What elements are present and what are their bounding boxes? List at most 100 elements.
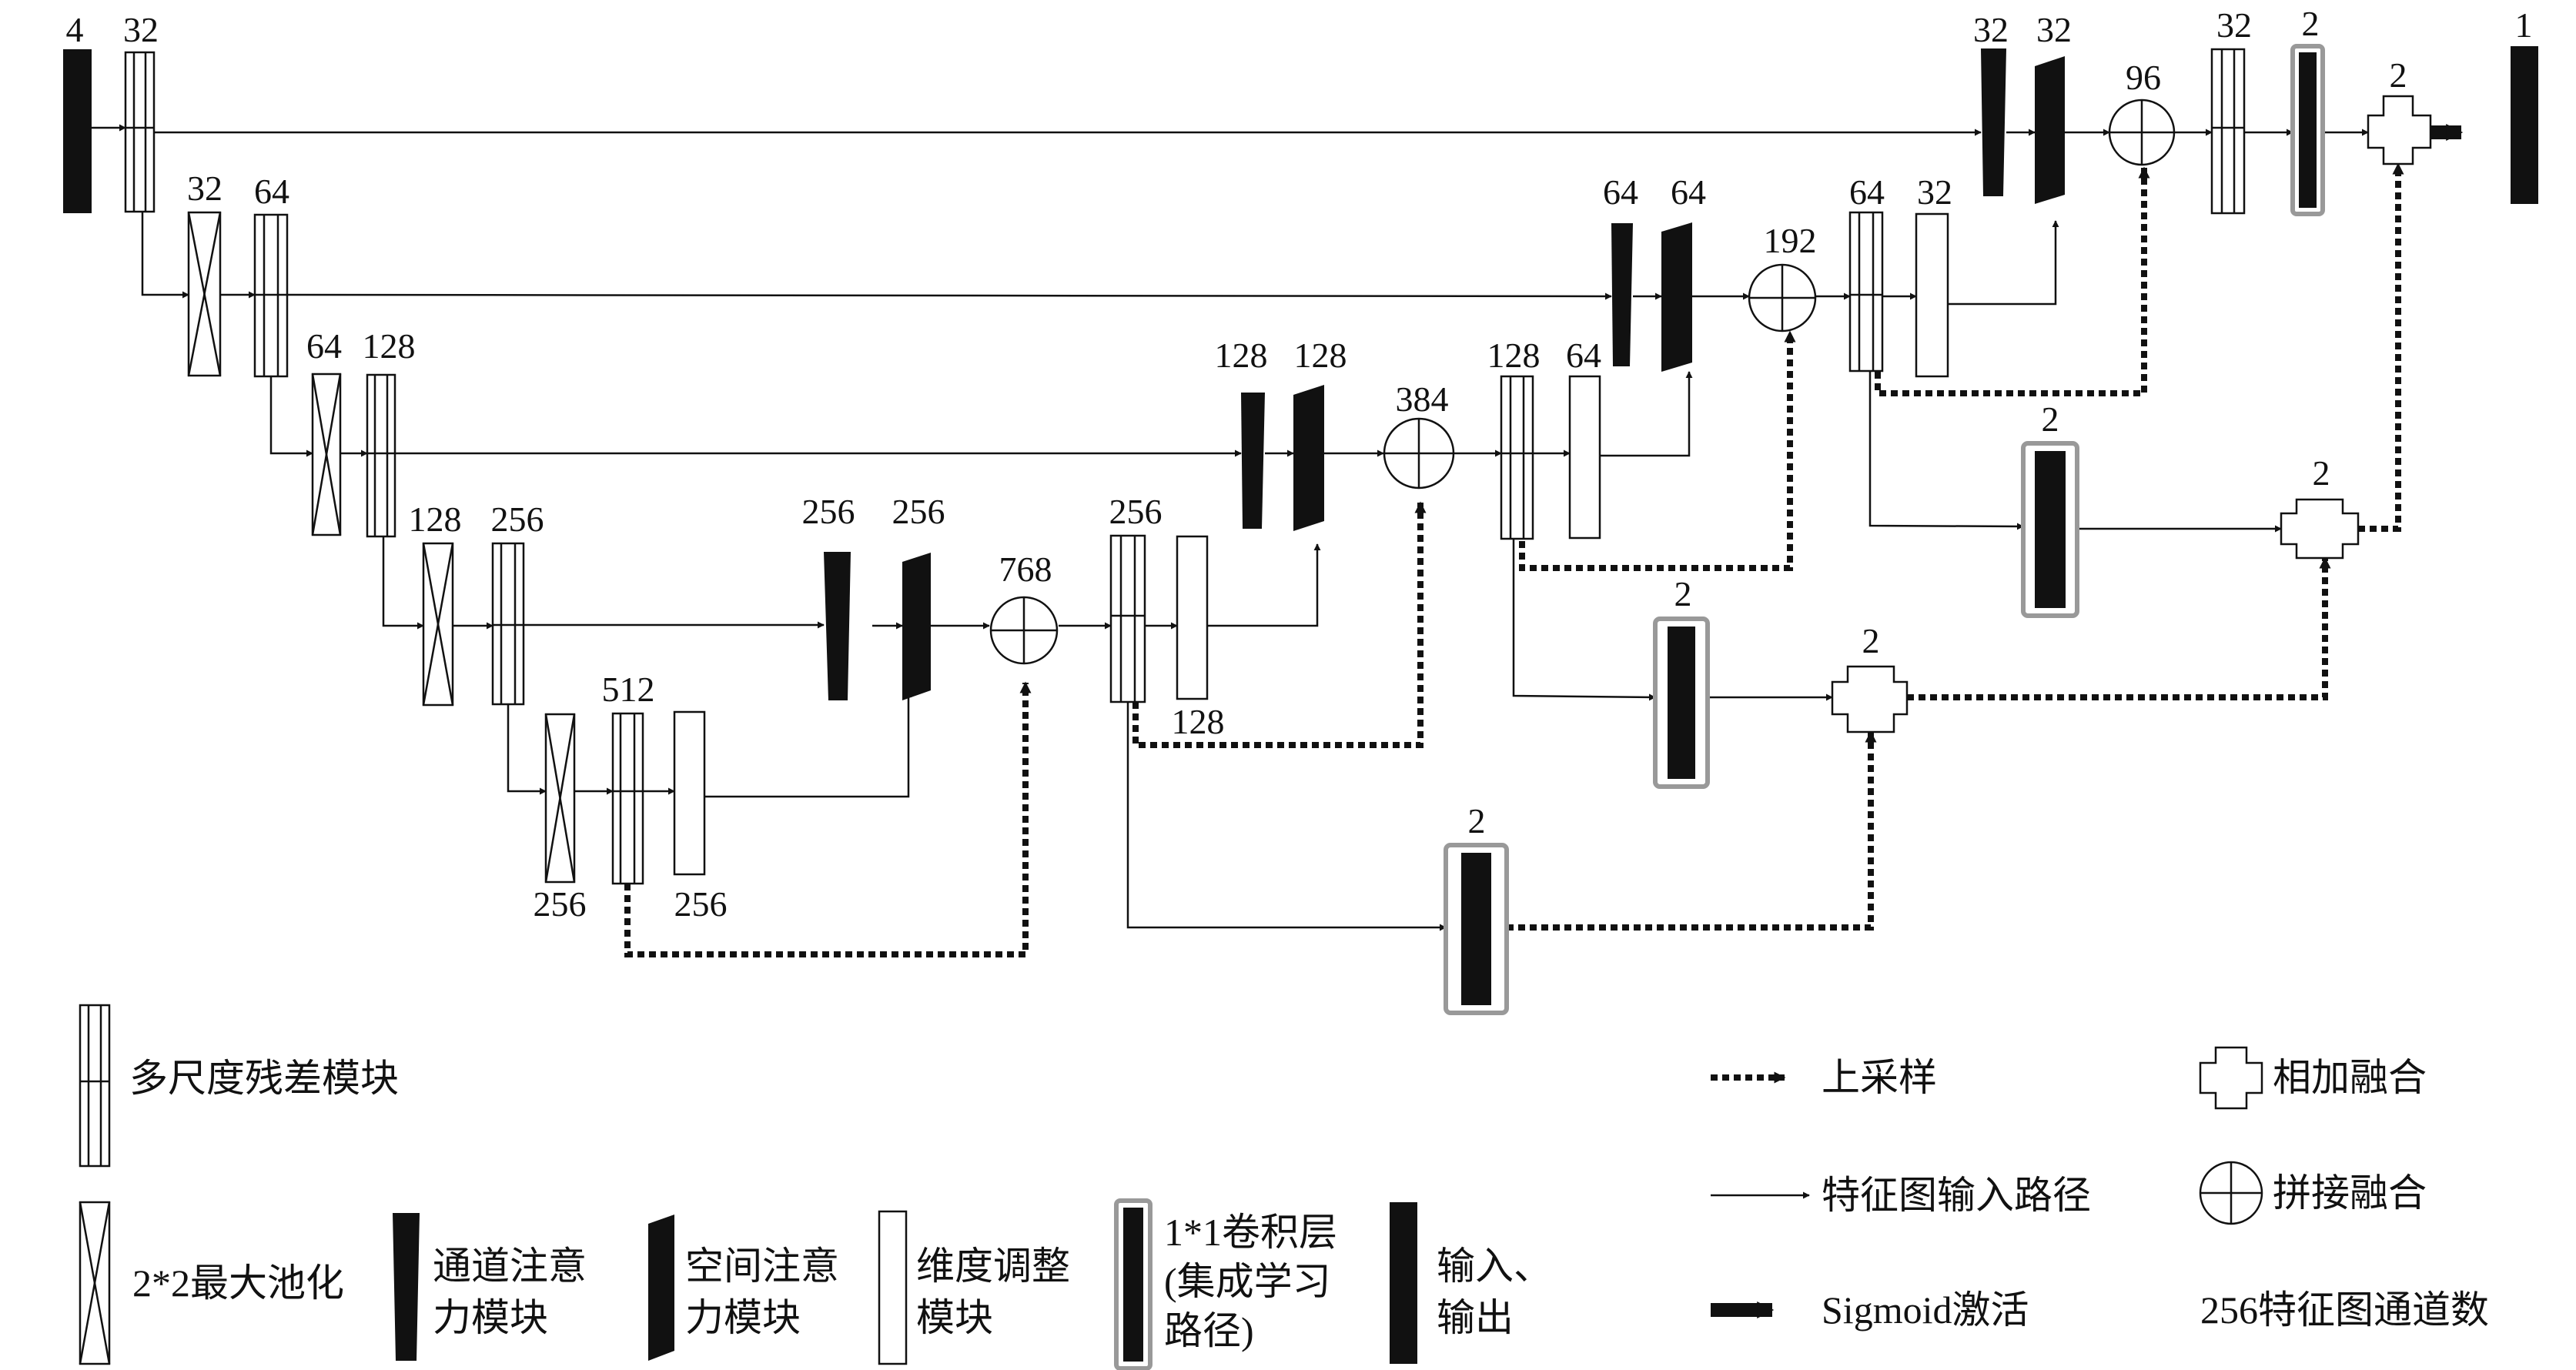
spatial-attention-block [1293,385,1324,531]
residual-block [491,542,525,706]
channel-attention-block [824,552,851,700]
legend-io-label-2: 输出 [1437,1296,1514,1339]
channel-label-d3-dim: 64 [1566,336,1601,375]
channel-label-input: 4 [66,10,84,49]
channel-label-d2-cat: 192 [1764,221,1817,260]
legend-add-fusion-label: 相加融合 [2273,1056,2427,1099]
channel-label-conv-c: 2 [1468,801,1486,840]
channel-label-bottleneck-dim: 256 [674,884,728,924]
channel-label-p2: 64 [306,326,342,366]
residual-block [253,213,289,378]
legend-dim-adjust-label-2: 模块 [916,1296,993,1339]
conv1x1-block [2021,441,2079,618]
dim-adjust-block [1568,375,1601,540]
legend-spatial-attention-label: 空间注意 [685,1245,839,1288]
legend-conv1x1-label: 1*1卷积层 [1164,1211,1337,1254]
concat-fusion-node [1383,417,1455,490]
legend-io-label: 输入、 [1437,1245,1552,1288]
spatial-attention-block [902,553,931,700]
channel-label-d4-res: 256 [1109,492,1163,531]
legend-maxpool-icon [79,1201,111,1365]
channel-label-output: 1 [2515,5,2533,45]
channel-label-add-a: 2 [2313,453,2330,493]
residual-block [366,373,396,538]
channel-label-conv-a: 2 [2042,399,2059,439]
channel-label-add-b: 2 [1862,621,1880,660]
conv1x1-block [2290,44,2325,216]
legend-residual-label: 多尺度残差模块 [129,1057,399,1100]
legend-conv1x1-label-2: (集成学习 [1164,1260,1331,1303]
concat-fusion-node [2108,99,2176,166]
legend-residual-icon [79,1004,111,1168]
dim-adjust-block [1915,212,1949,378]
residual-block [1500,375,1534,540]
add-fusion-node [2280,498,2360,560]
channel-label-p3: 128 [409,500,462,539]
input-block [63,49,92,213]
legend-concat-fusion-icon [2199,1161,2263,1225]
legend-conv1x1-icon [1114,1198,1153,1370]
legend-channel-attention-label-2: 力模块 [433,1296,548,1339]
legend-spatial-attention-label-2: 力模块 [685,1296,801,1339]
residual-block [2210,48,2246,215]
maxpool-block [544,713,576,884]
upsample-paths [624,162,2404,957]
channel-label-d2-ca: 64 [1603,172,1638,212]
channel-label-d3-sa: 128 [1294,336,1347,375]
residual-block [1848,211,1884,373]
maxpool-block [422,542,454,707]
channel-label-e3: 128 [363,326,416,366]
channel-label-e1: 32 [123,10,159,49]
legend-upsample-label: 上采样 [1822,1056,1937,1099]
output-block [2511,46,2538,204]
conv1x1-block [1653,616,1710,789]
legend-io-icon [1390,1202,1417,1364]
channel-attention-block [1241,393,1265,529]
channel-label-p1: 32 [187,169,222,208]
channel-label-e2: 64 [254,172,289,211]
legend-dim-adjust-label: 维度调整 [916,1245,1070,1288]
legend-sigmoid-label: Sigmoid激活 [1822,1288,2029,1332]
legend-spatial-attention-icon [648,1215,674,1361]
channel-label-final-add: 2 [2390,55,2407,95]
legend-conv1x1-label-3: 路径) [1164,1309,1254,1352]
residual-block [611,712,644,885]
channel-label-d2-sa: 64 [1671,172,1706,212]
channel-label-d4-dim: 128 [1172,702,1225,741]
channel-label-d2-res: 64 [1849,172,1885,212]
legend-dim-adjust-icon [878,1210,908,1365]
channel-label-d3-ca: 128 [1215,336,1268,375]
channel-label-d3-res: 128 [1487,336,1541,375]
channel-label-final-conv: 2 [2302,4,2320,43]
dim-adjust-block [673,710,706,876]
channel-label-d4-ca: 256 [802,492,855,531]
residual-block [124,51,156,213]
feature-paths [82,124,2369,931]
channel-label-d1-res: 32 [2216,5,2252,45]
conv1x1-block [1444,843,1509,1015]
legend-add-fusion-icon [2199,1046,2263,1110]
channel-label-e4: 256 [491,500,544,539]
legend-maxpool-label: 2*2最大池化 [132,1261,344,1305]
channel-label-d1-cat: 96 [2126,58,2161,97]
channel-attention-block [1981,48,2006,196]
channel-label-d1-ca: 32 [1973,10,2009,49]
maxpool-block [311,373,342,536]
spatial-attention-block [2035,56,2065,204]
channel-label-pool4-out: 256 [534,884,587,924]
channel-label-d4-cat: 768 [999,550,1052,589]
legend-channel-attention-icon [393,1213,420,1361]
legend-feature-path-label: 特征图输入路径 [1822,1174,2091,1217]
channel-label-d2-dim: 32 [1917,172,1952,212]
concat-fusion-node [1748,263,1817,332]
legend-channel-attention-label: 通道注意 [433,1245,587,1288]
channel-label-bottleneck: 512 [602,670,655,709]
channel-label-d3-cat: 384 [1396,379,1449,419]
dim-adjust-block [1176,535,1209,700]
maxpool-block [187,211,222,377]
add-fusion-node [1831,665,1909,733]
channel-label-d4-sa: 256 [892,492,945,531]
channel-attention-block [1611,223,1633,366]
spatial-attention-block [1661,222,1692,372]
concat-fusion-node [989,596,1059,665]
